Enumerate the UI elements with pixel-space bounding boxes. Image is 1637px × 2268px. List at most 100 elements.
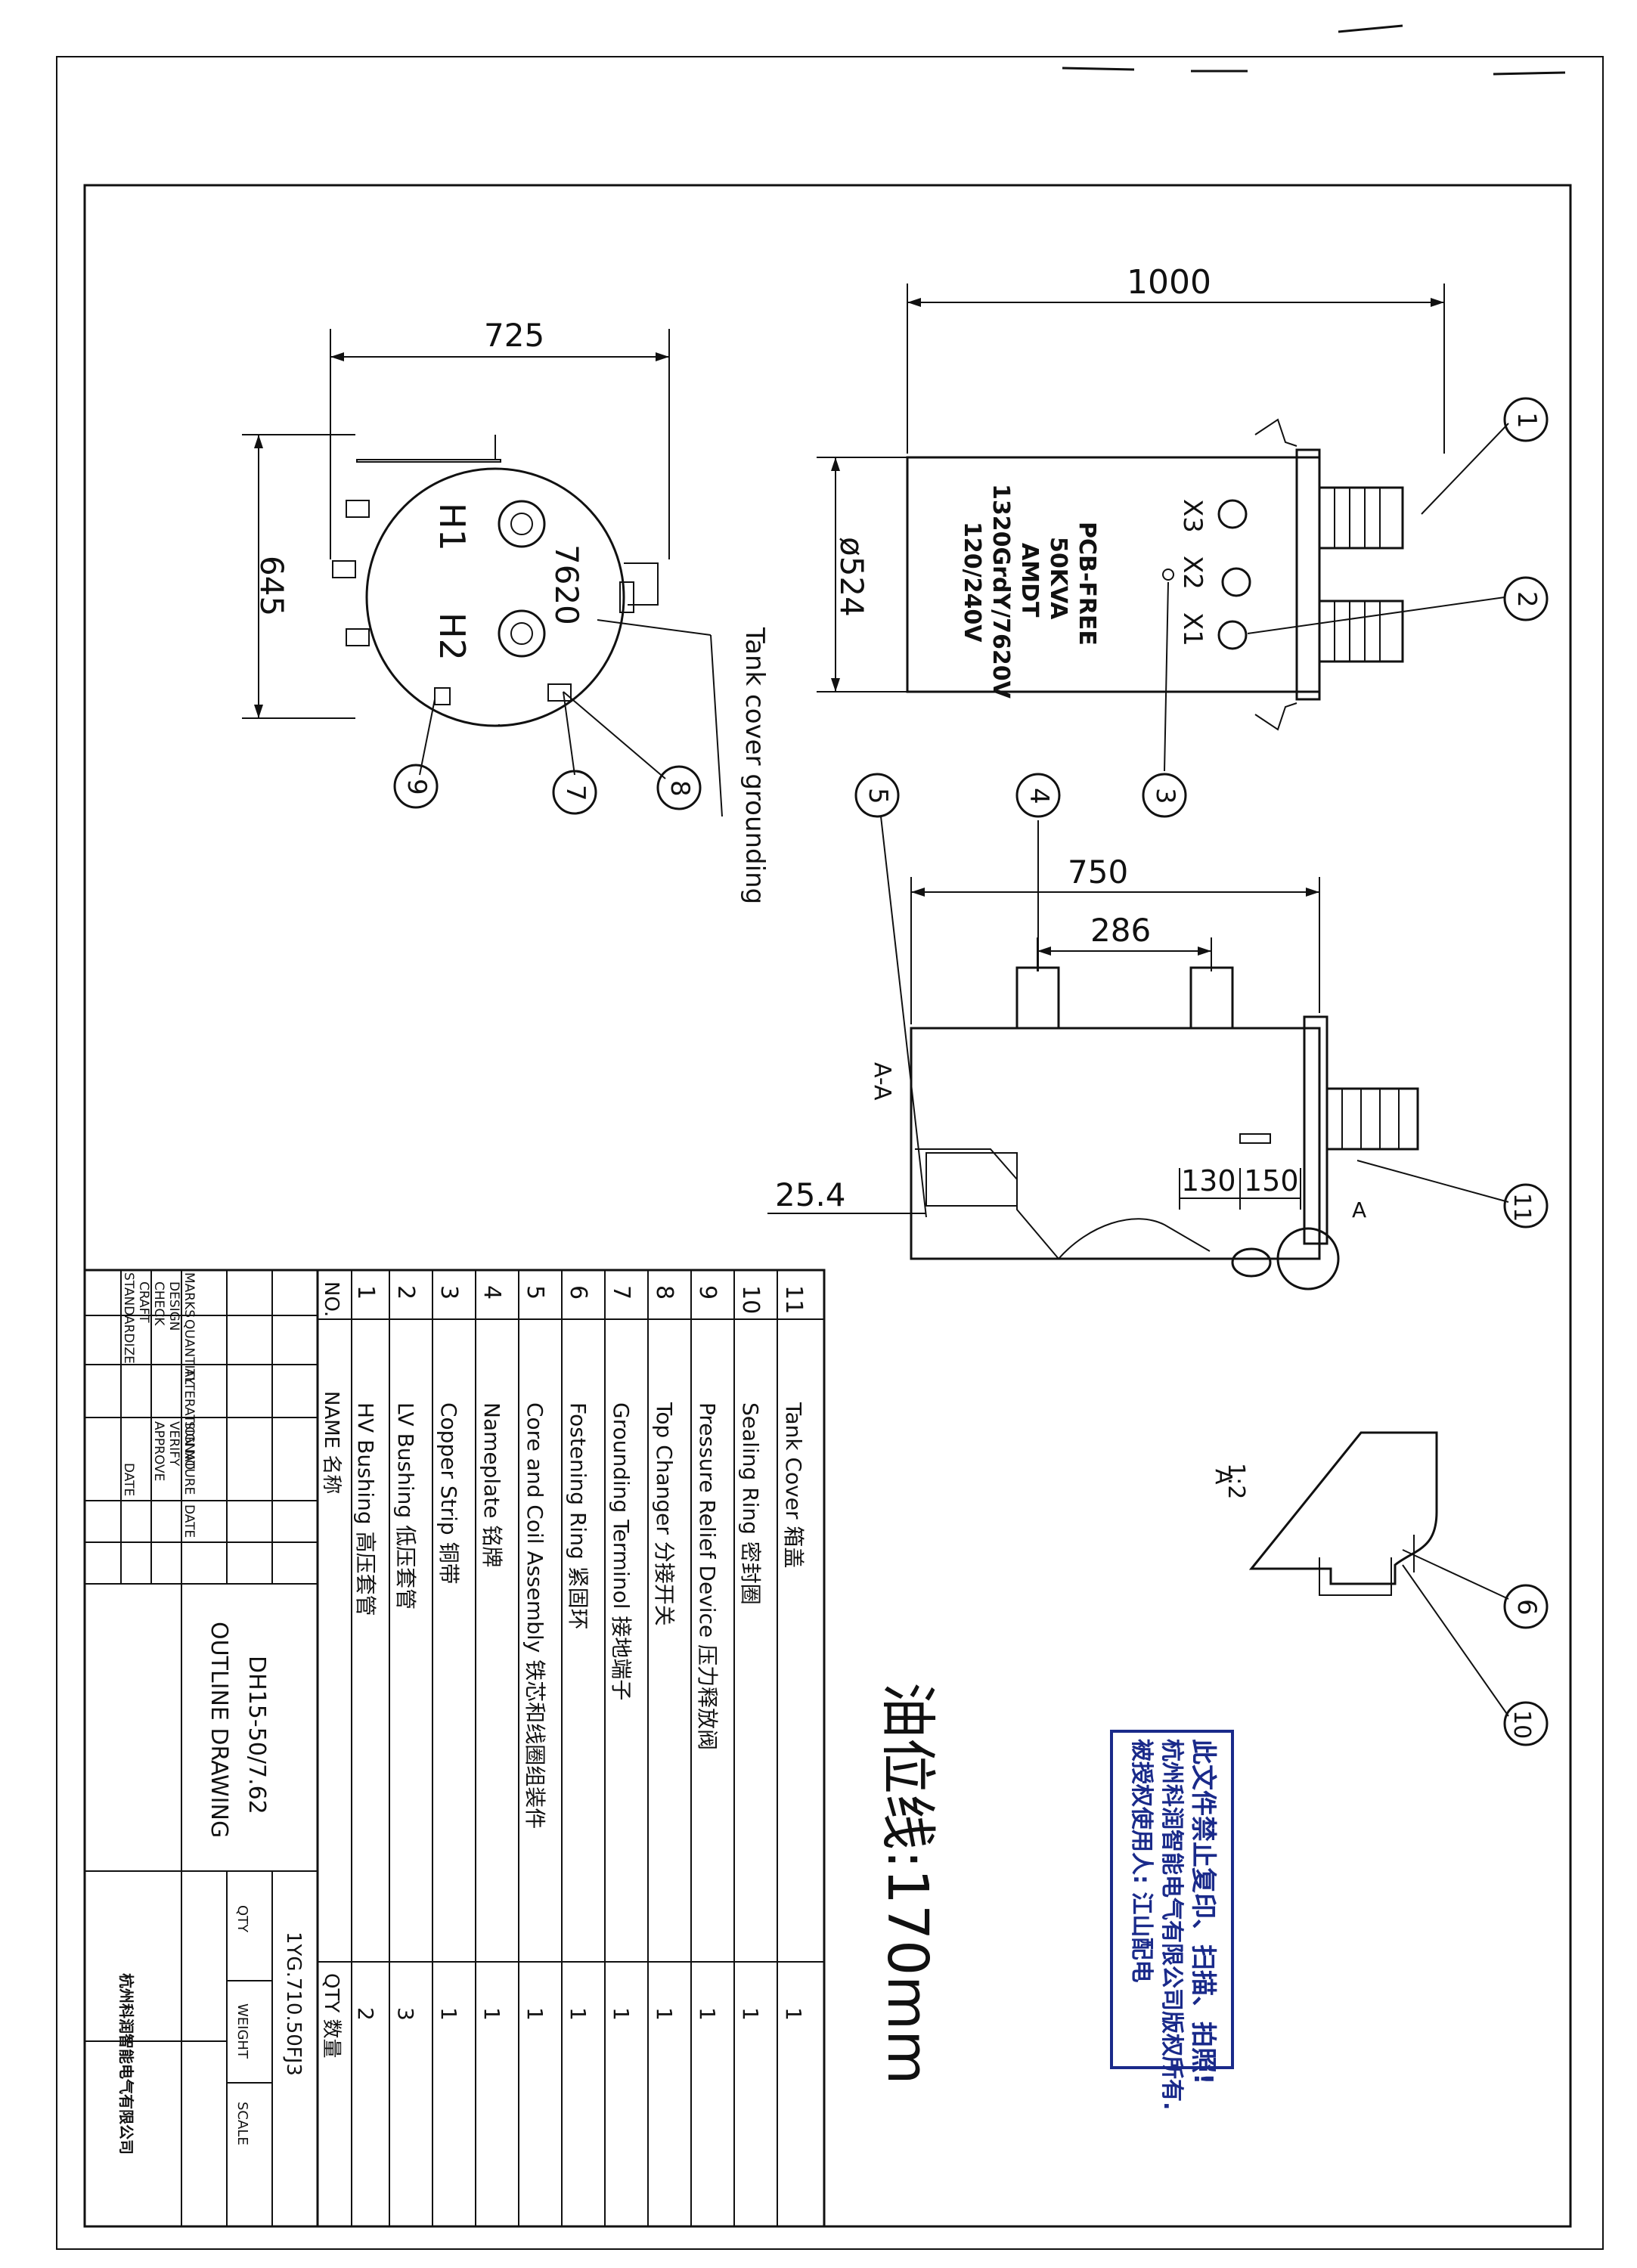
role-verify: VERIFY [166,1421,181,1467]
balloon-9: 9 [393,764,439,809]
svg-text:1: 1 [781,2007,806,2021]
svg-text:4: 4 [1024,788,1054,804]
svg-text:1: 1 [352,1285,379,1300]
role-approve: APPROVE [151,1421,166,1481]
terminal-x2: X2 [1177,556,1208,590]
section-view: 750 286 25.4 130 150 A A-A [767,816,1509,1290]
detail-label: A [1210,1469,1236,1485]
title-scale: SCALE [234,2102,250,2146]
svg-text:2: 2 [353,2007,378,2021]
section-mark: A [1352,1198,1366,1222]
nameplate-line-1: PCB-FREE [1074,522,1100,646]
svg-text:Nameplate 铭牌: Nameplate 铭牌 [479,1402,504,1567]
svg-text:10: 10 [1508,1710,1535,1739]
svg-text:Tank Cover 箱盖: Tank Cover 箱盖 [781,1402,806,1568]
svg-text:3: 3 [436,1285,462,1300]
svg-text:3: 3 [1150,788,1180,804]
svg-text:Pressure Relief Device 压力释放阀: Pressure Relief Device 压力释放阀 [695,1402,720,1750]
oil-level-note: 油位线:170mm [875,1682,940,2084]
dim-725: 725 [484,317,544,354]
svg-text:1: 1 [695,2007,720,2021]
svg-text:7: 7 [560,785,591,801]
svg-text:Core and Coil Assembly 铁芯和线圈组装: Core and Coil Assembly 铁芯和线圈组装件 [522,1402,547,1829]
rev-signature: SIGNATURE [181,1421,197,1495]
svg-text:1: 1 [566,2007,591,2021]
svg-text:1: 1 [738,2007,763,2021]
table-header-qty: QTY 数量 [320,1973,343,2059]
balloon-3: 3 [1142,773,1187,818]
svg-text:8: 8 [665,780,695,797]
balloon-7: 7 [552,770,597,815]
svg-text:2: 2 [1511,591,1542,608]
rev-quantity: QUANTITY [181,1319,197,1385]
title-qty: QTY [234,1905,250,1933]
terminal-x3: X3 [1177,499,1208,533]
svg-text:Sealing Ring 密封圈: Sealing Ring 密封圈 [738,1402,763,1605]
rev-date: DATE [181,1504,197,1538]
balloons: 1 2 3 4 5 6 7 8 9 10 11 [393,397,1549,1746]
dim-286: 286 [1090,912,1151,949]
svg-text:1: 1 [522,2007,547,2021]
terminal-x1: X1 [1177,612,1208,646]
table-column-lines [351,1270,778,2226]
balloon-10: 10 [1503,1701,1549,1746]
rev-alteration: ALTERATION NO. [181,1368,197,1473]
role-design: DESIGN [166,1281,181,1331]
svg-text:5: 5 [863,788,893,804]
role-standardize: STANDARDIZE [121,1272,136,1364]
dim-25-4: 25.4 [775,1176,846,1213]
svg-text:Copper Strip 铜带: Copper Strip 铜带 [436,1402,461,1585]
nameplate: PCB-FREE 50KVA AMDT 1320GrdY/7620V 120/2… [959,484,1100,699]
svg-text:Grounding Terminol 接地端子: Grounding Terminol 接地端子 [609,1402,634,1700]
svg-text:9: 9 [694,1285,721,1300]
dim-645: 645 [253,556,290,616]
svg-text:4: 4 [479,1285,505,1300]
svg-text:HV Bushing 高压套管: HV Bushing 高压套管 [353,1402,378,1616]
front-view: PCB-FREE 50KVA AMDT 1320GrdY/7620V 120/2… [817,263,1509,772]
table-header-name: NAME 名称 [320,1391,343,1494]
voltage-7620: 7620 [548,544,585,625]
svg-text:1: 1 [479,2007,504,2021]
svg-text:1: 1 [652,2007,677,2021]
svg-text:1: 1 [609,2007,634,2021]
table-row: 1 HV Bushing 高压套管 2 [352,1285,379,2021]
balloon-11: 11 [1503,1183,1549,1228]
top-view: 725 645 H1 H2 7620 Tank cover grounding [242,317,770,904]
stamp-line-3: 被授权使用人: 江山配电 [1128,1739,1155,1982]
copyright-stamp: 此文件禁止复印、扫描、拍照! 杭州科润智能电气有限公司版权所有. 被授权使用人:… [1110,1730,1234,2110]
hv-bushing-icon [1318,486,1404,663]
svg-text:1: 1 [1511,412,1542,429]
stamp-line-2: 杭州科润智能电气有限公司版权所有. [1158,1739,1185,2110]
svg-text:6: 6 [1511,1599,1542,1616]
svg-text:5: 5 [522,1285,548,1300]
svg-text:6: 6 [565,1285,591,1300]
tank-cover-grounding-label: Tank cover grounding [739,627,770,904]
svg-text:11: 11 [1508,1193,1535,1222]
svg-text:1: 1 [436,2007,461,2021]
nameplate-line-2: 50KVA [1045,537,1071,620]
balloon-6: 6 [1503,1584,1549,1629]
role-date: DATE [121,1463,136,1496]
balloon-4: 4 [1015,773,1061,818]
nameplate-line-3: AMDT [1016,543,1043,618]
svg-text:11: 11 [780,1285,807,1314]
dim-150: 150 [1244,1164,1299,1198]
role-craft: CRAFT [136,1281,151,1323]
balloon-1: 1 [1503,397,1549,442]
dim-1000: 1000 [1127,263,1211,302]
dim-diameter: ø524 [833,537,870,617]
detail-scale: 1:2 [1223,1463,1249,1499]
balloon-2: 2 [1503,576,1549,621]
table-header-no: NO. [320,1281,343,1317]
detail-a: A 1:2 [1210,1431,1509,1717]
lv-stud-icon [332,500,370,646]
model-title: DH15-50/7.62 [243,1656,270,1814]
